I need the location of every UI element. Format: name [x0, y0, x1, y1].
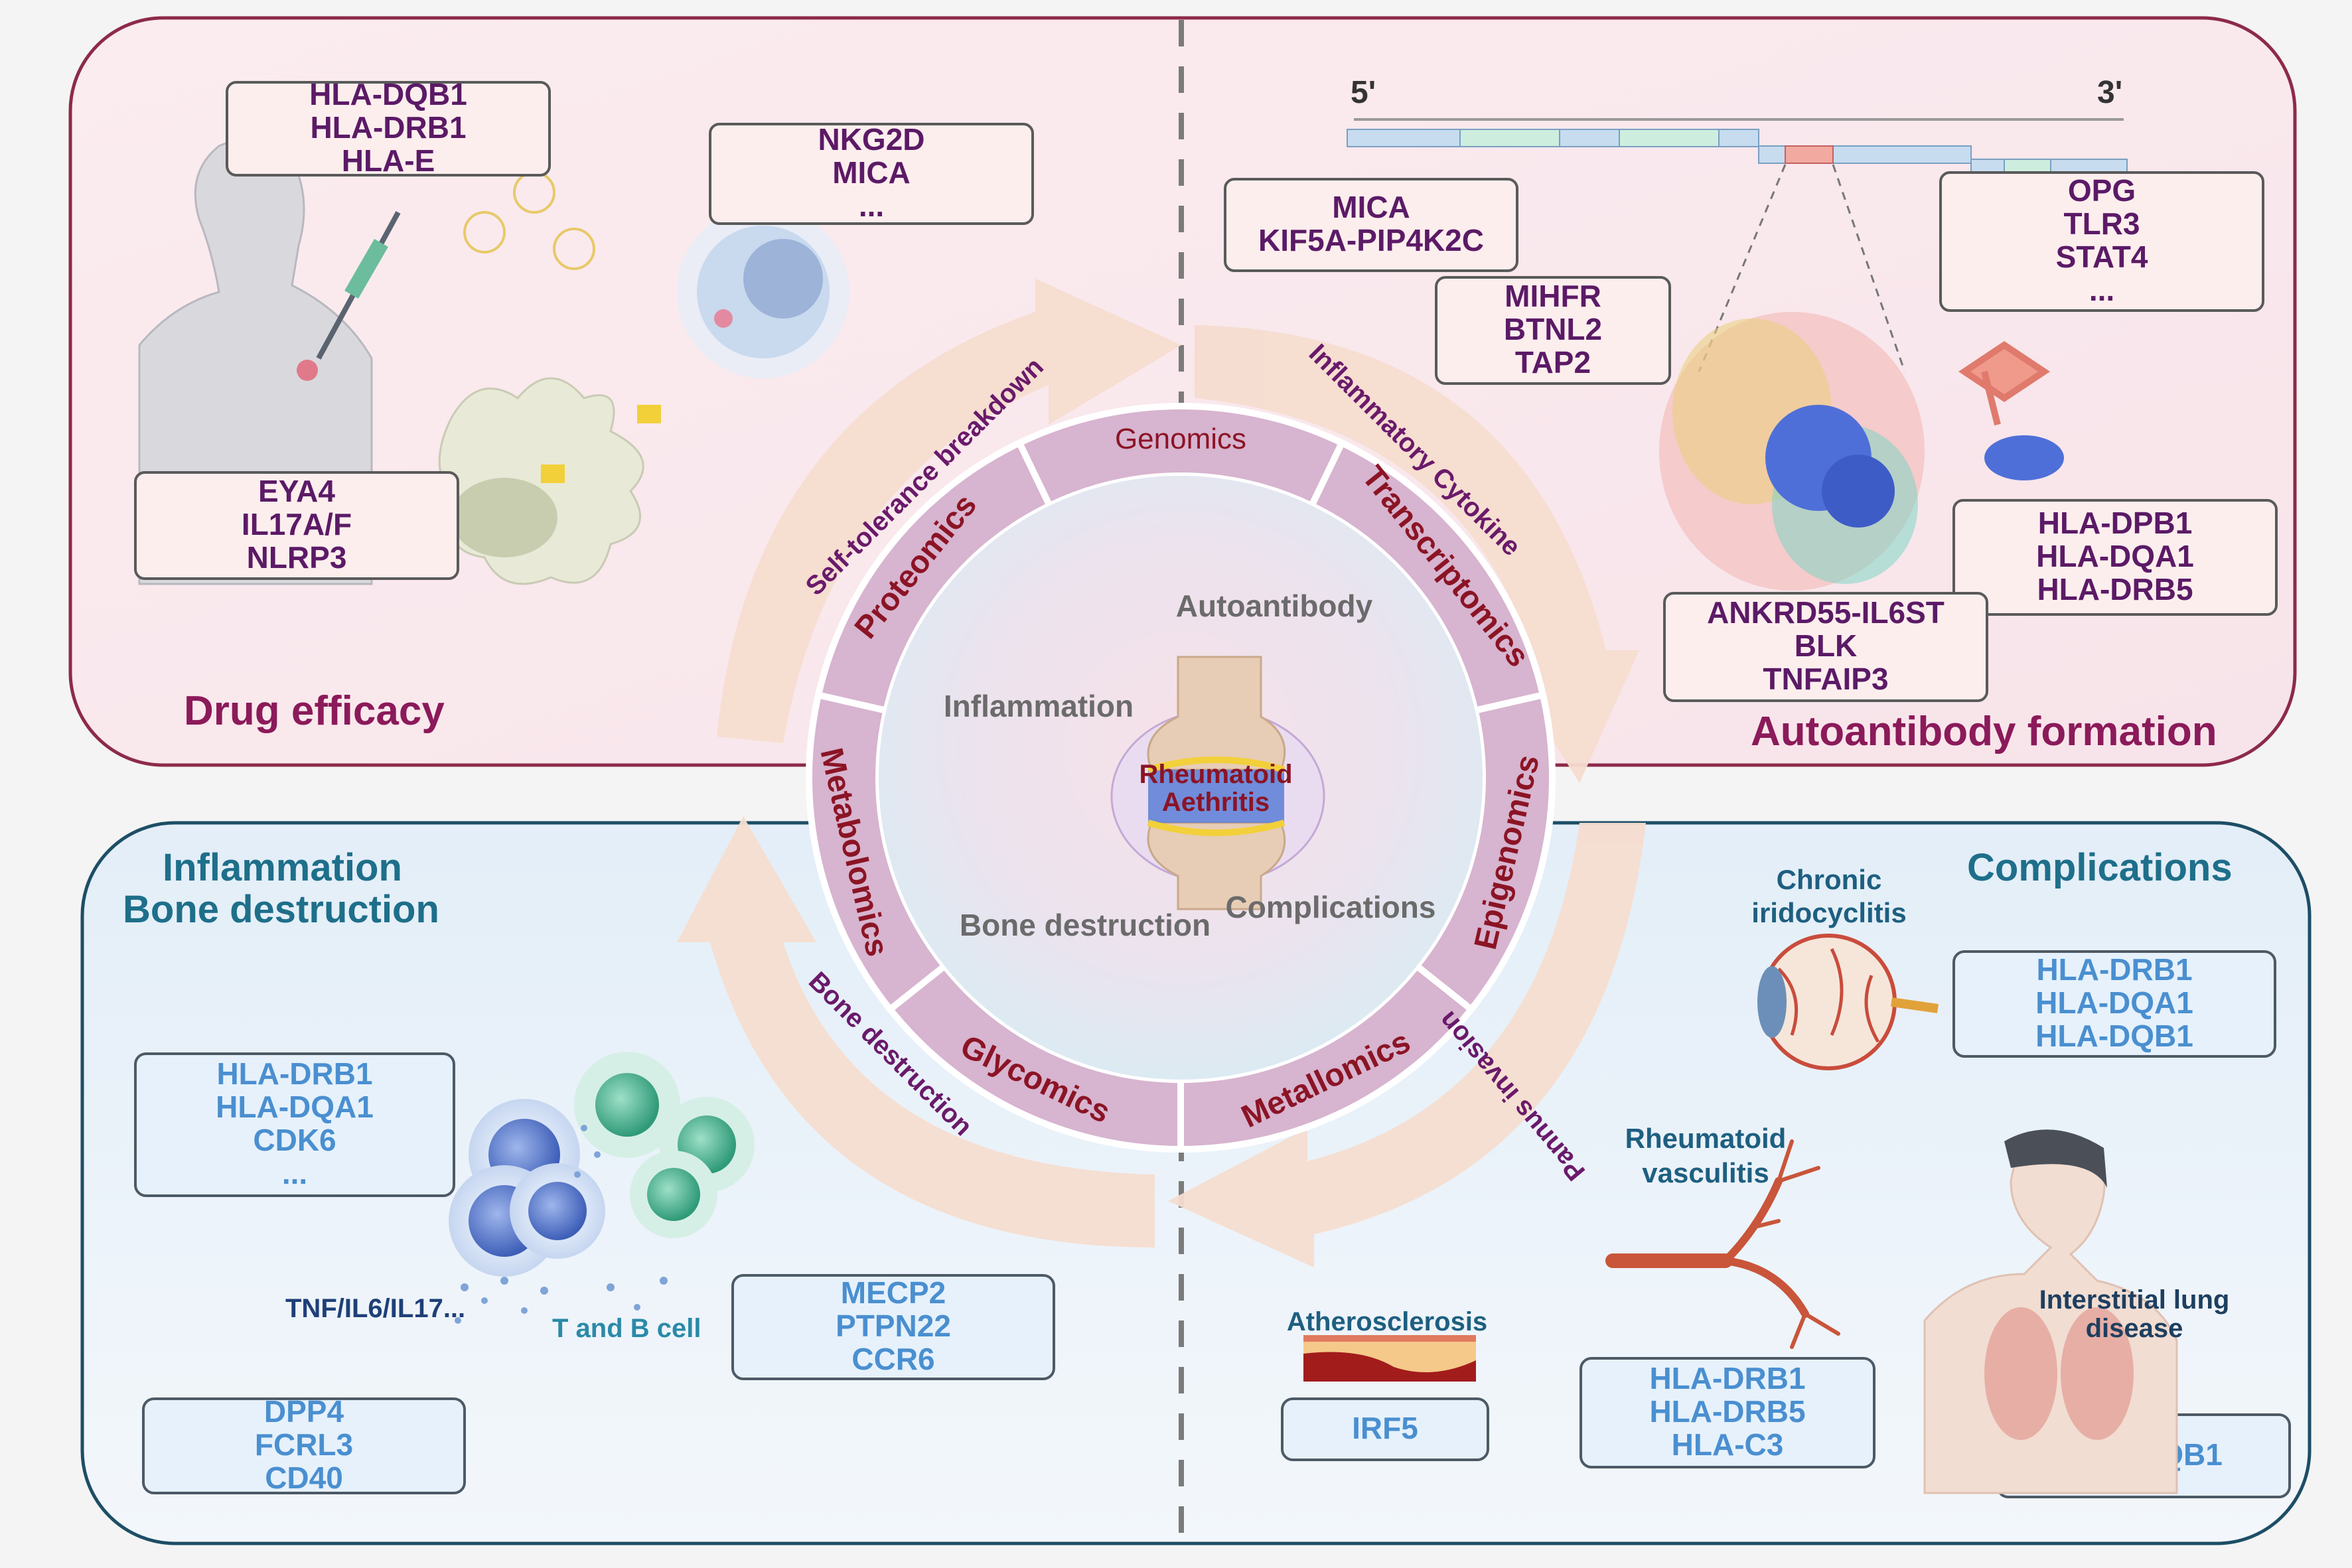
ring-label-genomics: Genomics	[1115, 423, 1246, 455]
gene-label-dpp4: DPP4	[264, 1394, 344, 1429]
atherosclerosis-label: Atherosclerosis	[1287, 1307, 1487, 1336]
gene-label-hla-drb5: HLA-DRB5	[1649, 1394, 1805, 1429]
gene-label-hla-drb1: HLA-DRB1	[2036, 952, 2192, 987]
protein-structure-illustration	[1659, 312, 2064, 591]
gene-label-hla-drb5: HLA-DRB5	[2037, 572, 2193, 606]
lung-person-illustration	[1923, 1129, 2178, 1494]
gene-label-fcrl3: FCRL3	[255, 1427, 353, 1462]
autoantibody-formation-title: Autoantibody formation	[1751, 709, 2217, 754]
gene-label-hla-dqa1: HLA-DQA1	[2035, 985, 2193, 1020]
gene-label-hla-drb1: HLA-DRB1	[216, 1056, 372, 1091]
gene-label-il17a-f: IL17A/F	[242, 507, 352, 541]
gene-label-hla-drb1: HLA-DRB1	[1649, 1361, 1805, 1395]
gene-label-hla-dqb1: HLA-DQB1	[309, 77, 467, 111]
complications-title: Complications	[1967, 846, 2233, 889]
joint-illustration	[1110, 656, 1325, 910]
center-autoantibody-label: Autoantibody	[1176, 589, 1373, 623]
cytokines-label: TNF/IL6/IL17...	[285, 1294, 465, 1323]
gene-label-ellipsis: ...	[2089, 273, 2114, 307]
genome-strip	[1347, 118, 2128, 372]
gene-label-cdk6: CDK6	[253, 1123, 336, 1157]
vasculitis-label-1: Rheumatoid	[1625, 1123, 1787, 1154]
center-inflammation-label: Inflammation	[944, 689, 1134, 723]
gene-label-mihfr: MIHFR	[1505, 279, 1601, 313]
center-ra-label-1: Rheumatoid	[1139, 760, 1292, 789]
gene-label-ankrd55-il6st: ANKRD55-IL6ST	[1707, 595, 1945, 630]
gene-label-mica: MICA	[1332, 190, 1410, 224]
lung-label-2: disease	[2086, 1314, 2183, 1343]
center-bone-destruction-label: Bone destruction	[960, 908, 1211, 942]
gene-label-irf5: IRF5	[1352, 1411, 1418, 1445]
gene-label-hla-dqa1: HLA-DQA1	[2036, 539, 2194, 573]
gene-label-ellipsis: ...	[859, 188, 884, 223]
gene-label-ccr6: CCR6	[851, 1342, 934, 1376]
gene-label-blk: BLK	[1795, 628, 1858, 663]
center-ra-label-2: Aethritis	[1162, 788, 1270, 817]
lung-label-1: Interstitial lung	[2039, 1285, 2230, 1315]
gene-box-hla-drb1-cdk6-group: HLA-DRB1HLA-DQA1CDK6...	[134, 1052, 455, 1197]
target-cell-illustration	[677, 206, 849, 378]
gene-label-hla-drb1: HLA-DRB1	[310, 110, 466, 145]
gene-label-btnl2: BTNL2	[1504, 312, 1602, 346]
gene-label-nlrp3: NLRP3	[247, 540, 347, 575]
gene-label-hla-e: HLA-E	[342, 143, 435, 178]
center-complications-label: Complications	[1226, 890, 1436, 924]
tb-cell-label: T and B cell	[552, 1314, 701, 1343]
drug-efficacy-title: Drug efficacy	[184, 688, 445, 734]
cytokine-dots	[455, 1125, 668, 1324]
gene-box-irf5-group: IRF5	[1281, 1397, 1489, 1461]
inflammation-title: Inflammation	[163, 846, 402, 889]
gene-label-ptpn22: PTPN22	[836, 1309, 951, 1343]
gene-label-hla-dqb1: HLA-DQB1	[2035, 1019, 2193, 1053]
immune-cells-illustration	[449, 1052, 755, 1277]
bone-destruction-title: Bone destruction	[123, 888, 439, 931]
antigen-particles	[463, 171, 661, 483]
gene-label-cd40: CD40	[265, 1461, 343, 1495]
three-prime-label: 3'	[2097, 75, 2122, 110]
gene-label-hla-c3: HLA-C3	[1672, 1427, 1784, 1462]
gene-label-kif5a-pip4k2c: KIF5A-PIP4K2C	[1258, 223, 1484, 257]
gene-label-mecp2: MECP2	[841, 1275, 946, 1310]
gene-label-tap2: TAP2	[1515, 345, 1591, 380]
vasculitis-illustration	[1605, 1139, 1840, 1349]
gene-label-ellipsis: ...	[282, 1156, 307, 1190]
gene-label-hla-dqa1: HLA-DQA1	[216, 1090, 374, 1124]
gene-label-opg: OPG	[2068, 173, 2136, 208]
gene-box-nkg2d-group: NKG2DMICA...	[709, 122, 1034, 225]
five-prime-label: 5'	[1351, 75, 1376, 110]
gene-label-eya4: EYA4	[258, 474, 335, 508]
iridocyclitis-label-1: Chronic	[1777, 864, 1882, 895]
eye-illustration	[1757, 934, 1939, 1070]
vasculitis-label-2: vasculitis	[1642, 1157, 1769, 1188]
gene-label-mica: MICA	[832, 155, 911, 190]
gene-box-opg-group: OPGTLR3STAT4...	[1939, 171, 2264, 312]
gene-label-hla-dpb1: HLA-DPB1	[2038, 506, 2193, 540]
gene-label-tnfaip3: TNFAIP3	[1763, 662, 1888, 696]
gene-label-nkg2d: NKG2D	[818, 122, 924, 157]
gene-label-stat4: STAT4	[2056, 240, 2148, 274]
artery-illustration	[1303, 1335, 1476, 1382]
gene-label-tlr3: TLR3	[2064, 206, 2140, 241]
iridocyclitis-label-2: iridocyclitis	[1751, 897, 1906, 928]
